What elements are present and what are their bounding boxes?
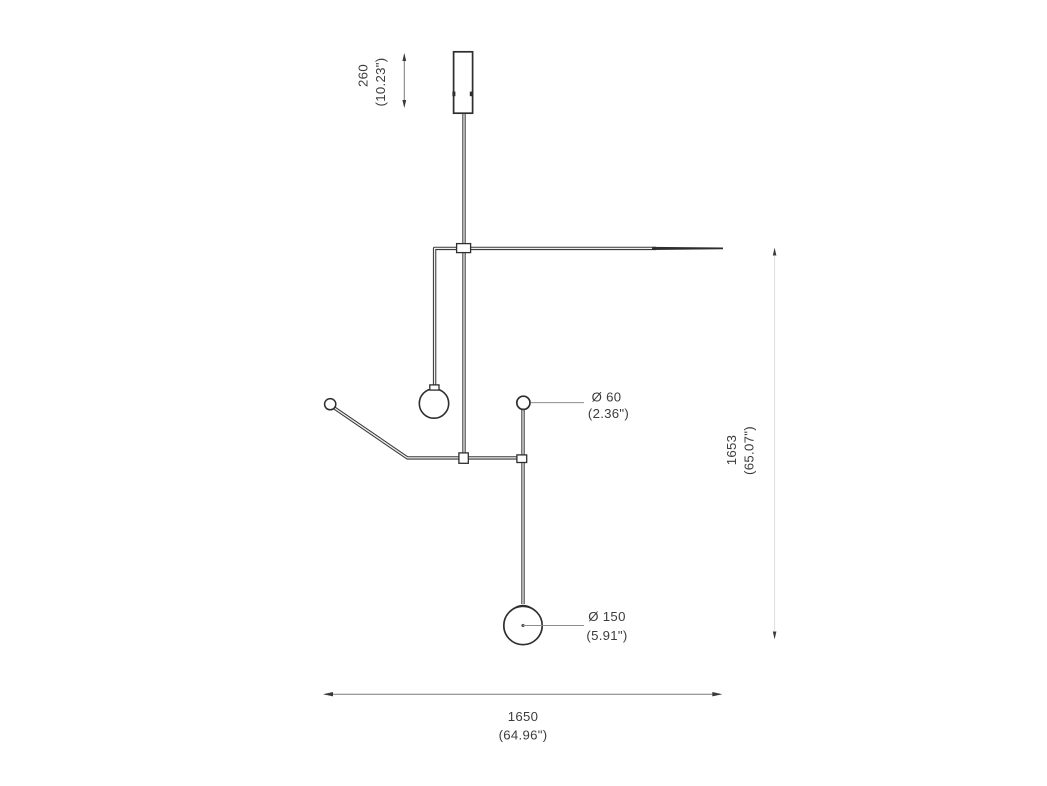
dim-width-label-mm: 1650 (508, 709, 539, 724)
dim-width-label-in: (64.96") (499, 728, 548, 743)
canopy-screw-right (469, 91, 473, 97)
dim-canopy-arrow-down (402, 100, 407, 108)
dim-canopy-label-mm: 260 (356, 64, 371, 87)
mid-sphere (418, 387, 450, 419)
small-sphere (515, 395, 531, 411)
dim-overall-width: 1650 (64.96") (323, 692, 723, 743)
bar-end-ball (323, 397, 337, 411)
dim-height-label-in: (65.07") (742, 426, 757, 475)
mid-sphere-collar (429, 384, 440, 391)
large-sphere-cap (512, 604, 534, 609)
upper-arm (432, 246, 723, 386)
dim-width-arrow-left (323, 692, 333, 697)
upper-arm-taper-tip (652, 246, 723, 250)
dim-canopy-drop: 260 (10.23") (356, 53, 407, 108)
ceiling-canopy (452, 50, 474, 115)
label-large-sphere-in: (5.91") (586, 628, 627, 643)
canopy-screw-left (452, 91, 456, 97)
stem-arm-joint (455, 242, 472, 254)
leader-large-sphere: Ø 150 (5.91") (521, 609, 627, 643)
stem-bar-joint (458, 452, 469, 464)
dim-canopy-arrow-up (402, 53, 407, 61)
label-small-sphere-mm: Ø 60 (592, 390, 622, 405)
dim-canopy-label-in: (10.23") (373, 58, 388, 107)
label-small-sphere-in: (2.36") (588, 406, 629, 421)
dim-height-label-mm: 1653 (724, 435, 739, 466)
label-large-sphere-mm: Ø 150 (588, 609, 625, 624)
bar-rod-joint (516, 454, 528, 464)
dim-width-arrow-right (712, 692, 723, 697)
lower-bar (332, 406, 527, 460)
leader-small-sphere: Ø 60 (2.36") (530, 390, 629, 421)
dim-height-arrow-up (772, 247, 777, 256)
dim-overall-height: 1653 (65.07") (724, 247, 777, 640)
dim-height-arrow-down (772, 631, 777, 640)
